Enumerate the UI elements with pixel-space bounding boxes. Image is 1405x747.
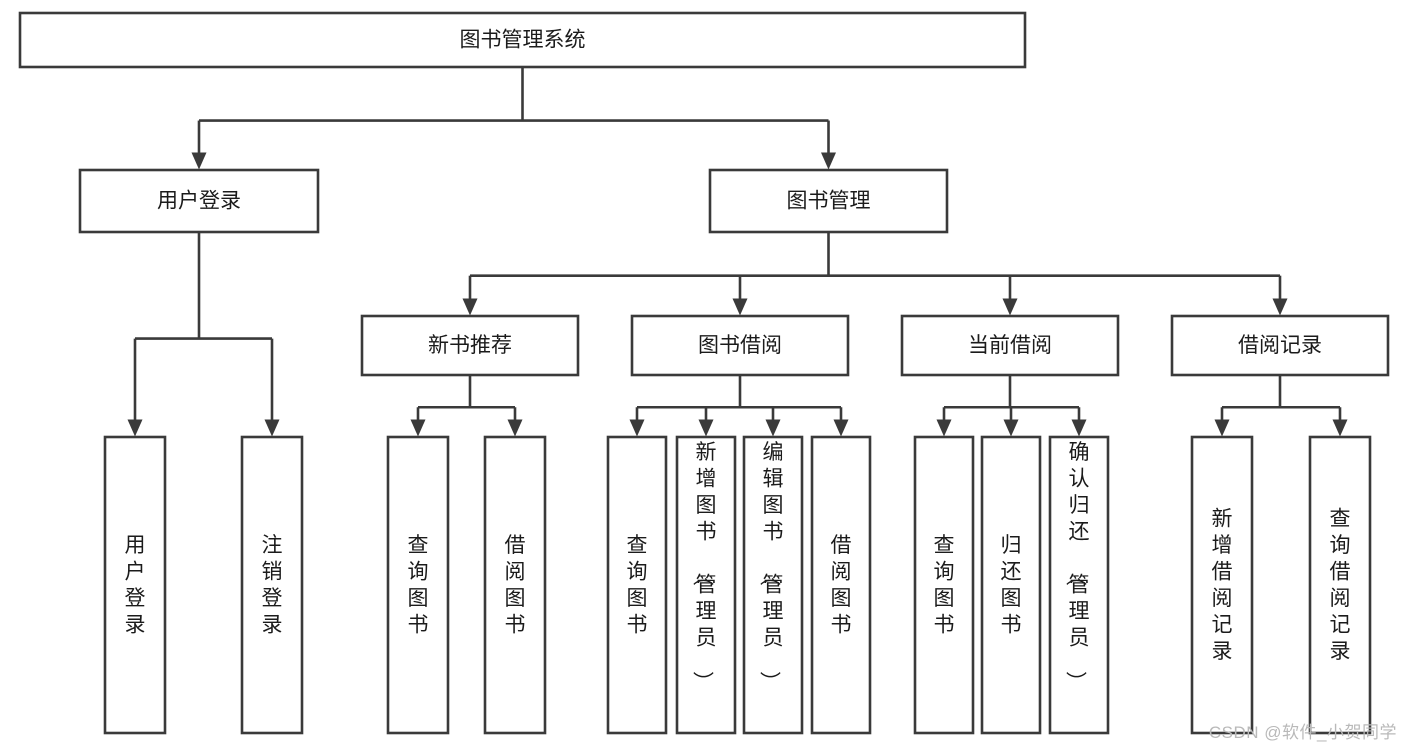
node-leaf-query-book-rec[interactable]: 查询图书 xyxy=(386,435,450,735)
node-leaf-return-book[interactable]: 归还图书 xyxy=(980,435,1042,735)
csdn-watermark: CSDN @软件_小贺同学 xyxy=(1208,723,1397,742)
node-label: 新增图书（管理员） xyxy=(691,441,717,692)
node-label: 查询借阅记录 xyxy=(1330,508,1351,664)
node-leaf-borrow-book-rec[interactable]: 借阅图书 xyxy=(483,435,547,735)
node-box xyxy=(1048,435,1110,735)
node-layer: 图书管理系统用户登录图书管理新书推荐图书借阅当前借阅借阅记录用户登录注销登录查询… xyxy=(18,11,1390,735)
node-leaf-query-record[interactable]: 查询借阅记录 xyxy=(1308,435,1372,735)
arrow-head-icon xyxy=(1214,419,1230,437)
arrow-head-icon xyxy=(698,419,714,437)
arrow-head-icon xyxy=(410,419,426,437)
node-box xyxy=(240,435,304,735)
node-book-manage[interactable]: 图书管理 xyxy=(708,168,949,234)
arrow-head-icon xyxy=(507,419,523,437)
node-label: 图书借阅 xyxy=(698,334,782,357)
arrow-head-icon xyxy=(1003,419,1019,437)
arrow-head-icon xyxy=(1272,298,1288,316)
node-root[interactable]: 图书管理系统 xyxy=(18,11,1027,69)
node-label: 新书推荐 xyxy=(428,334,512,357)
node-label: 借阅图书 xyxy=(505,534,526,637)
node-box xyxy=(708,168,949,234)
node-box xyxy=(900,314,1120,377)
node-label: 借阅记录 xyxy=(1238,334,1322,357)
arrow-head-icon xyxy=(1071,419,1087,437)
node-label: 图书管理 xyxy=(787,190,871,213)
node-book-borrow[interactable]: 图书借阅 xyxy=(630,314,850,377)
arrow-head-icon xyxy=(936,419,952,437)
arrow-head-icon xyxy=(732,298,748,316)
edge-group-root xyxy=(191,67,836,170)
node-label: 确认归还（管理员） xyxy=(1064,441,1090,692)
arrow-head-icon xyxy=(191,152,207,170)
node-box xyxy=(360,314,580,377)
node-leaf-logout[interactable]: 注销登录 xyxy=(240,435,304,735)
node-label: 注销登录 xyxy=(262,534,283,637)
node-label: 编辑图书（管理员） xyxy=(758,441,784,692)
arrow-head-icon xyxy=(1332,419,1348,437)
node-leaf-edit-book[interactable]: 编辑图书（管理员） xyxy=(742,435,804,735)
node-box xyxy=(78,168,320,234)
node-label: 新增借阅记录 xyxy=(1212,508,1233,664)
node-leaf-query-book-borrow[interactable]: 查询图书 xyxy=(606,435,668,735)
node-label: 查询图书 xyxy=(408,534,429,637)
node-box xyxy=(606,435,668,735)
node-label: 图书管理系统 xyxy=(460,29,586,52)
edge-group-book-manage xyxy=(462,232,1288,316)
node-label: 查询图书 xyxy=(934,534,955,637)
node-box xyxy=(483,435,547,735)
node-box xyxy=(1190,435,1254,735)
node-leaf-query-book-cur[interactable]: 查询图书 xyxy=(913,435,975,735)
node-label: 用户登录 xyxy=(125,534,146,637)
arrow-head-icon xyxy=(127,419,143,437)
node-box xyxy=(1170,314,1390,377)
node-box xyxy=(742,435,804,735)
node-label: 查询图书 xyxy=(627,534,648,637)
node-box xyxy=(630,314,850,377)
node-borrow-record[interactable]: 借阅记录 xyxy=(1170,314,1390,377)
node-current-borrow[interactable]: 当前借阅 xyxy=(900,314,1120,377)
node-box xyxy=(810,435,872,735)
arrow-head-icon xyxy=(765,419,781,437)
node-label: 当前借阅 xyxy=(968,334,1052,357)
node-new-book-rec[interactable]: 新书推荐 xyxy=(360,314,580,377)
node-box xyxy=(386,435,450,735)
edge-group-user-login xyxy=(127,232,280,437)
node-label: 归还图书 xyxy=(1001,534,1022,637)
connector-layer xyxy=(127,67,1348,437)
node-leaf-borrow-book[interactable]: 借阅图书 xyxy=(810,435,872,735)
node-box xyxy=(980,435,1042,735)
edge-group-borrow-record xyxy=(1214,375,1348,437)
node-leaf-add-record[interactable]: 新增借阅记录 xyxy=(1190,435,1254,735)
edge-group-new-book-rec xyxy=(410,375,523,437)
edge-group-current-borrow xyxy=(936,375,1087,437)
node-label: 用户登录 xyxy=(157,190,241,213)
node-leaf-confirm-return[interactable]: 确认归还（管理员） xyxy=(1048,435,1110,735)
arrow-head-icon xyxy=(1002,298,1018,316)
node-box xyxy=(18,11,1027,69)
arrow-head-icon xyxy=(821,152,836,170)
arrow-head-icon xyxy=(264,419,280,437)
node-user-login[interactable]: 用户登录 xyxy=(78,168,320,234)
node-label: 借阅图书 xyxy=(831,534,852,637)
node-box xyxy=(1308,435,1372,735)
node-leaf-user-login[interactable]: 用户登录 xyxy=(103,435,167,735)
arrow-head-icon xyxy=(462,298,478,316)
node-box xyxy=(675,435,737,735)
node-leaf-add-book[interactable]: 新增图书（管理员） xyxy=(675,435,737,735)
node-box xyxy=(913,435,975,735)
node-box xyxy=(103,435,167,735)
edge-group-book-borrow xyxy=(629,375,849,437)
arrow-head-icon xyxy=(833,419,849,437)
arrow-head-icon xyxy=(629,419,645,437)
